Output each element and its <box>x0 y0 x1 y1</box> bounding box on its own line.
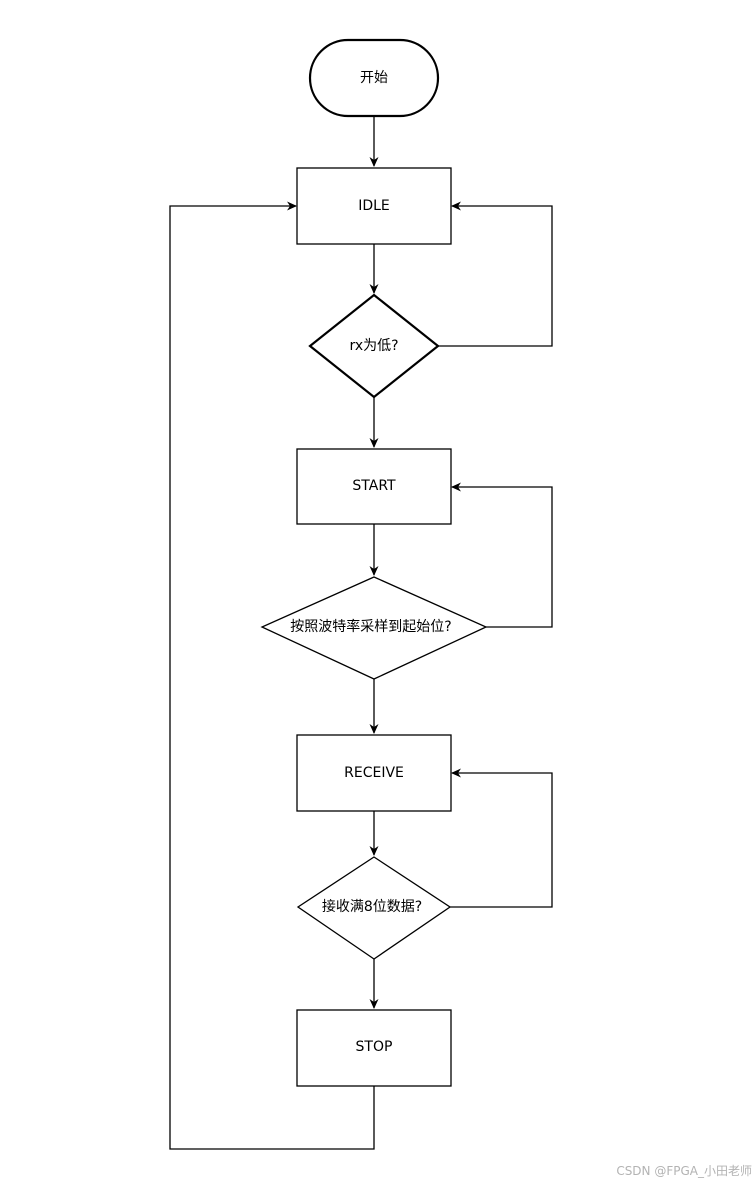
node-start-label: 开始 <box>360 70 388 86</box>
node-start-state: START <box>296 448 452 525</box>
node-receive-label: RECEIVE <box>344 765 404 781</box>
terminal-shape <box>308 38 440 118</box>
edge-start-bit-loop-to-start <box>451 482 553 628</box>
node-start-bit-label: 按照波特率采样到起始位? <box>290 618 451 635</box>
node-eight-bits-label: 接收满8位数据? <box>322 898 422 915</box>
process-shape <box>296 448 452 525</box>
edge-stop-to-idle <box>169 201 375 1150</box>
watermark: CSDN @FPGA_小田老师 <box>616 1164 752 1178</box>
node-idle-label: IDLE <box>358 198 390 214</box>
edge-eight-bits-loop-to-receive <box>450 768 553 908</box>
node-eight-bits: 接收满8位数据? <box>296 856 452 960</box>
process-shape <box>296 734 452 812</box>
decision-shape <box>308 293 440 399</box>
node-rx-low-label: rx为低? <box>349 338 398 354</box>
node-start: 开始 <box>308 38 440 118</box>
node-start-bit: 按照波特率采样到起始位? <box>260 576 488 680</box>
process-shape <box>296 1009 452 1087</box>
decision-shape <box>296 856 452 960</box>
node-stop-label: STOP <box>356 1039 393 1055</box>
node-stop: STOP <box>296 1009 452 1087</box>
edges <box>169 116 553 1150</box>
edge-rx-low-loop-to-idle <box>438 201 553 347</box>
node-rx-low: rx为低? <box>308 293 440 399</box>
node-idle: IDLE <box>296 167 452 245</box>
decision-shape <box>260 576 488 680</box>
process-shape <box>296 167 452 245</box>
node-receive: RECEIVE <box>296 734 452 812</box>
node-start-state-label: START <box>352 478 396 494</box>
